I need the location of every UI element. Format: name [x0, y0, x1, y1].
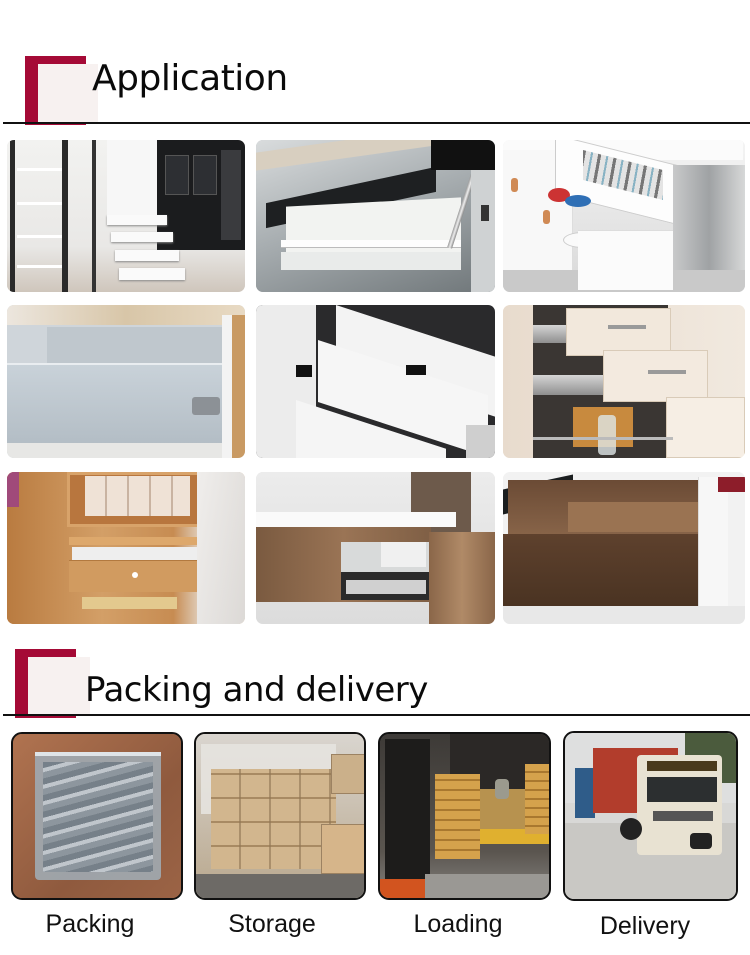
- application-photo-handleless-drawers: [256, 305, 495, 458]
- step-label-storage: Storage: [228, 910, 316, 938]
- header-divider: [3, 122, 750, 124]
- storage-photo-pallet: [194, 732, 366, 900]
- loading-photo-forklift: [378, 732, 551, 900]
- application-title: Application: [92, 58, 288, 99]
- application-section-header: Application: [0, 0, 750, 135]
- application-photo-pantry: [7, 140, 245, 292]
- application-photo-cutlery-drawer: [503, 140, 745, 292]
- header-divider: [3, 714, 750, 716]
- application-photo-cream-drawers: [503, 305, 745, 458]
- application-photo-white-drawer: [256, 140, 495, 292]
- application-photo-grey-drawer: [7, 305, 245, 458]
- application-photo-walnut-drawer: [503, 472, 745, 624]
- packing-photo-bag: [11, 732, 183, 900]
- header-light-square: [28, 657, 90, 714]
- step-label-loading: Loading: [413, 910, 503, 938]
- packing-section-header: Packing and delivery: [0, 640, 750, 730]
- application-photo-jewelry-drawer: [7, 472, 245, 624]
- step-label-delivery: Delivery: [599, 912, 691, 940]
- step-label-packing: Packing: [45, 910, 135, 938]
- packing-title: Packing and delivery: [85, 670, 428, 710]
- application-photo-vanity-drawer: [256, 472, 495, 624]
- delivery-photo-truck: [563, 731, 738, 901]
- header-light-square: [38, 64, 98, 122]
